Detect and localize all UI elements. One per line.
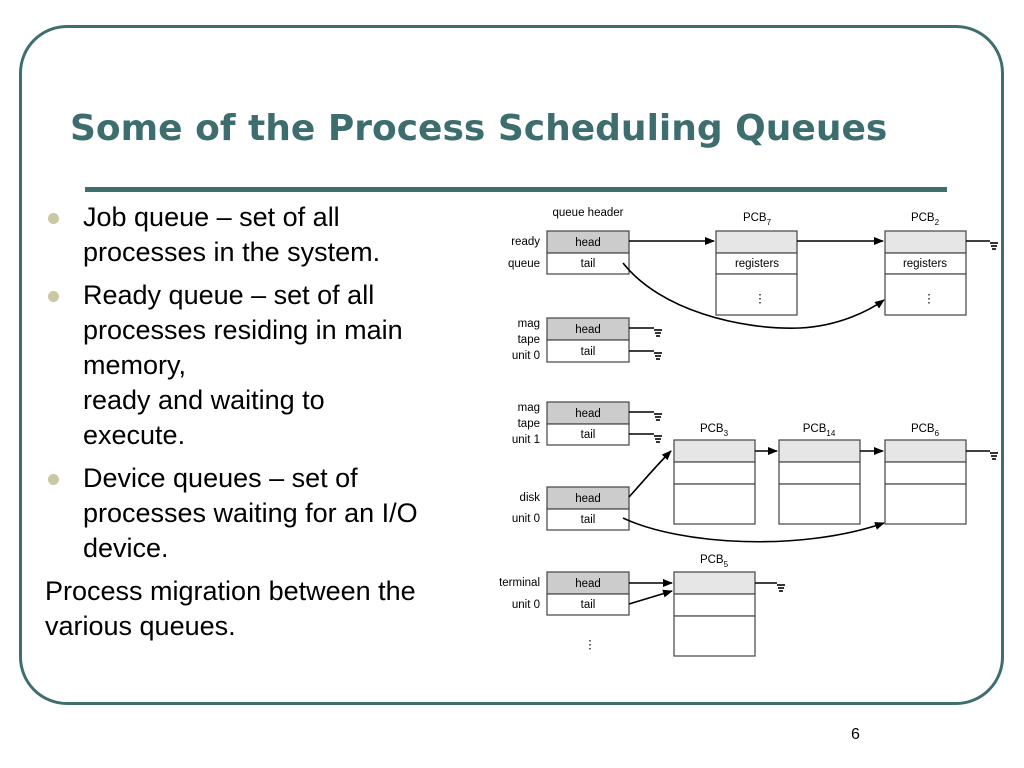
ready-queue: ready queue head tail bbox=[508, 230, 630, 275]
pcb-14: PCB14 bbox=[778, 423, 861, 525]
pcb-7: PCB7 registers ⋮ bbox=[715, 212, 798, 316]
pcb-label: PCB3 bbox=[700, 423, 729, 438]
head-label: head bbox=[575, 493, 601, 505]
queue-label: unit 0 bbox=[512, 350, 540, 362]
queue-label: disk bbox=[520, 492, 541, 504]
pcb-label: PCB5 bbox=[700, 554, 729, 569]
ellipsis-icon: ⋮ bbox=[923, 293, 935, 305]
bullet-text: Ready queue – set of all bbox=[83, 280, 375, 310]
ground-icon bbox=[629, 411, 662, 421]
terminal-tail-arrow bbox=[628, 589, 673, 605]
ground-icon bbox=[966, 240, 998, 250]
queue-label: unit 0 bbox=[512, 513, 540, 525]
disk-head-arrow bbox=[628, 450, 672, 498]
pcb-label: PCB14 bbox=[803, 423, 836, 438]
queue-label: mag bbox=[518, 402, 540, 414]
bullet-text: Device queues – set of bbox=[83, 463, 358, 493]
bullet-text: processes waiting for an I/O bbox=[83, 498, 418, 528]
head-label: head bbox=[575, 324, 601, 336]
bullet-text: Job queue – set of all bbox=[83, 202, 340, 232]
bullet-list: Job queue – set of all processes in the … bbox=[45, 200, 495, 644]
pcb-label: PCB2 bbox=[911, 212, 940, 227]
pcb-6: PCB6 bbox=[884, 423, 967, 525]
tail-to-pcb2-arrow bbox=[622, 262, 885, 329]
pcb-5: PCB5 bbox=[673, 554, 756, 657]
bullet-device-queues: Device queues – set of processes waiting… bbox=[45, 461, 495, 566]
ground-icon bbox=[966, 450, 998, 460]
head-label: head bbox=[575, 578, 601, 590]
bullet-dot-icon bbox=[48, 291, 59, 302]
paragraph-text: Process migration between the bbox=[45, 576, 416, 606]
bullet-text: execute. bbox=[83, 420, 186, 450]
bullet-text: ready and waiting to bbox=[83, 385, 325, 415]
bullet-dot-icon bbox=[48, 474, 59, 485]
registers-label: registers bbox=[735, 258, 779, 270]
title-divider bbox=[85, 187, 947, 192]
head-label: head bbox=[575, 408, 601, 420]
queue-label: queue bbox=[508, 258, 540, 270]
tail-cell bbox=[546, 252, 630, 275]
ground-icon bbox=[629, 350, 662, 360]
queue-label: tape bbox=[518, 418, 540, 430]
queue-label: tape bbox=[518, 334, 540, 346]
bullet-text: processes residing in main bbox=[83, 315, 403, 345]
bullet-text: device. bbox=[83, 533, 169, 563]
registers-label: registers bbox=[903, 258, 947, 270]
queue-label: unit 0 bbox=[512, 599, 540, 611]
pcb-label: PCB6 bbox=[911, 423, 940, 438]
tail-label: tail bbox=[581, 346, 596, 358]
page-number: 6 bbox=[851, 726, 860, 743]
ground-icon bbox=[629, 433, 662, 443]
disk-unit-0-queue: disk unit 0 head tail bbox=[512, 486, 630, 531]
bullet-ready-queue: Ready queue – set of all processes resid… bbox=[45, 278, 495, 453]
bullet-text: memory, bbox=[83, 350, 187, 380]
mag-tape-unit-1-queue: mag tape unit 1 head tail bbox=[512, 401, 662, 446]
pcb-label: PCB7 bbox=[743, 212, 772, 227]
ellipsis-icon: ⋮ bbox=[584, 639, 596, 651]
mag-tape-unit-0-queue: mag tape unit 0 head tail bbox=[512, 317, 662, 363]
bullet-dot-icon bbox=[48, 213, 59, 224]
tail-label: tail bbox=[581, 599, 596, 611]
queue-label: mag bbox=[518, 318, 540, 330]
tail-label: tail bbox=[581, 514, 596, 526]
terminal-unit-0-queue: terminal unit 0 head tail ⋮ bbox=[499, 571, 630, 651]
bullet-job-queue: Job queue – set of all processes in the … bbox=[45, 200, 495, 270]
queue-label: ready bbox=[511, 236, 540, 248]
pcb-3: PCB3 bbox=[673, 423, 756, 525]
queue-header-label: queue header bbox=[553, 207, 624, 219]
tail-label: tail bbox=[581, 429, 596, 441]
queue-label: unit 1 bbox=[512, 434, 540, 446]
pcb-2: PCB2 registers ⋮ bbox=[884, 212, 967, 316]
bullet-text: processes in the system. bbox=[83, 237, 381, 267]
queue-label: terminal bbox=[499, 577, 540, 589]
ground-icon bbox=[629, 327, 662, 337]
paragraph-text: various queues. bbox=[45, 611, 236, 641]
migration-paragraph: Process migration between the various qu… bbox=[45, 574, 495, 644]
head-label: head bbox=[575, 237, 601, 249]
disk-tail-arrow bbox=[622, 517, 885, 543]
ground-icon bbox=[755, 582, 785, 592]
slide-title: Some of the Process Scheduling Queues bbox=[70, 108, 888, 149]
ellipsis-icon: ⋮ bbox=[754, 293, 766, 305]
tail-label: tail bbox=[581, 258, 596, 270]
slide-frame bbox=[19, 25, 1004, 705]
